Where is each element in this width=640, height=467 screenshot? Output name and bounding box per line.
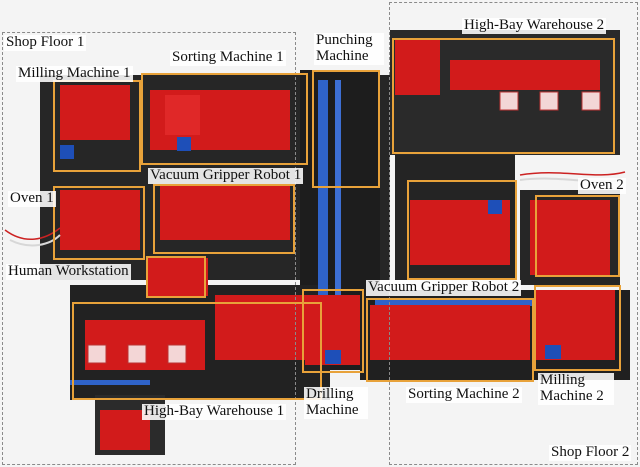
sorting-machine-2-box xyxy=(366,298,534,382)
punching-machine-box xyxy=(312,70,380,188)
high-bay-warehouse-2-label: High-Bay Warehouse 2 xyxy=(462,17,607,34)
oven-1-box xyxy=(53,186,145,260)
vacuum-gripper-robot-2-label: Vacuum Gripper Robot 2 xyxy=(366,279,522,296)
shop-floor-1-region xyxy=(2,32,296,465)
vacuum-gripper-robot-2-box xyxy=(407,180,517,280)
shop-floor-2-region xyxy=(389,2,638,465)
punching-machine-label: Punching Machine xyxy=(314,32,384,65)
shop-floor-2-label: Shop Floor 2 xyxy=(549,444,632,461)
milling-machine-2-label: Milling Machine 2 xyxy=(538,372,614,405)
sorting-machine-1-label: Sorting Machine 1 xyxy=(170,49,286,66)
sorting-machine-2-label: Sorting Machine 2 xyxy=(406,386,522,403)
high-bay-warehouse-1-label: High-Bay Warehouse 1 xyxy=(142,403,287,420)
vacuum-gripper-robot-1-label: Vacuum Gripper Robot 1 xyxy=(148,167,304,184)
drilling-machine-label: Drilling Machine xyxy=(304,386,368,419)
drilling-machine-box xyxy=(302,289,364,373)
vacuum-gripper-robot-1-box xyxy=(153,184,295,254)
human-workstation-box xyxy=(146,256,206,298)
shop-floor-1-label: Shop Floor 1 xyxy=(4,34,87,51)
milling-machine-1-box xyxy=(53,80,141,172)
sorting-machine-1-box xyxy=(141,73,308,165)
oven-1-label: Oven 1 xyxy=(8,190,56,207)
milling-machine-1-label: Milling Machine 1 xyxy=(16,65,133,82)
oven-2-box xyxy=(535,195,620,277)
human-workstation-label: Human Workstation xyxy=(6,263,131,280)
oven-2-label: Oven 2 xyxy=(578,177,626,194)
high-bay-warehouse-1-box xyxy=(72,302,322,400)
milling-machine-2-box xyxy=(534,285,621,371)
high-bay-warehouse-2-box xyxy=(392,38,615,154)
